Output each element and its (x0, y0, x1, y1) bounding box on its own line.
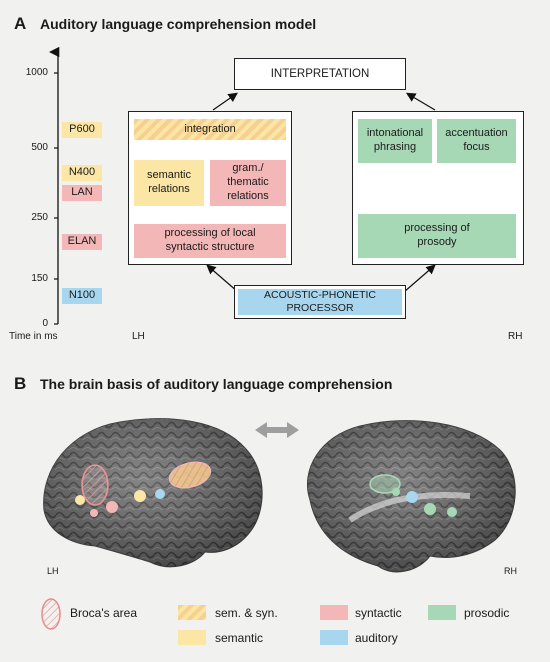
accentuation-focus-box: accentuation focus (437, 119, 516, 163)
acoustic-line-2: PROCESSOR (286, 302, 354, 314)
semantic-relations-box: semantic relations (134, 160, 204, 206)
tick-0: 0 (42, 318, 48, 329)
lh-label-a: LH (132, 331, 145, 342)
erp-elan: ELAN (62, 234, 102, 250)
rh-label-b: RH (504, 566, 517, 576)
acoustic-line-1: ACOUSTIC-PHONETIC (263, 288, 376, 301)
acoustic-processor-box: ACOUSTIC-PHONETIC PROCESSOR (238, 289, 402, 315)
tick-500: 500 (31, 142, 48, 153)
tick-250: 250 (31, 212, 48, 223)
section-b-title: The brain basis of auditory language com… (40, 376, 393, 392)
hemisphere-arrow (255, 422, 299, 438)
brain-images (43, 418, 516, 573)
broca-legend-icon (41, 598, 61, 630)
erp-n100: N100 (62, 288, 102, 304)
legend-semantic-label: semantic (215, 631, 264, 645)
legend-sem-syn-label: sem. & syn. (215, 606, 278, 620)
legend-prosodic-label: prosodic (464, 606, 510, 620)
legend-syntactic-label: syntactic (355, 606, 402, 620)
legend-auditory-label: auditory (355, 631, 398, 645)
tick-150: 150 (31, 273, 48, 284)
section-a-letter: A (14, 14, 27, 33)
prosody-box: processing of prosody (358, 214, 516, 258)
thematic-relations-box: gram./ thematic relations (210, 160, 286, 206)
left-brain (43, 418, 263, 568)
erp-n400: N400 (62, 165, 102, 181)
legend-semantic-swatch (178, 630, 206, 645)
lh-label-b: LH (47, 566, 59, 576)
section-b-letter: B (14, 374, 27, 393)
integration-box: integration (134, 119, 286, 140)
legend-prosodic-swatch (428, 605, 456, 620)
interpretation-box: INTERPRETATION (234, 58, 406, 90)
erp-lan: LAN (62, 185, 102, 201)
intonational-phrasing-box: intonational phrasing (358, 119, 432, 163)
tick-1000: 1000 (25, 67, 48, 78)
rh-label-a: RH (508, 331, 523, 342)
section-a-title: Auditory language comprehension model (40, 16, 317, 32)
erp-p600: P600 (62, 122, 102, 138)
legend-broca-label: Broca's area (70, 606, 137, 620)
axis-label: Time in ms (9, 331, 58, 342)
time-axis (48, 46, 60, 325)
legend-syntactic-swatch (320, 605, 348, 620)
legend-sem-syn-swatch (178, 605, 206, 620)
local-syntax-box: processing of local syntactic structure (134, 224, 286, 258)
legend-auditory-swatch (320, 630, 348, 645)
right-brain (306, 420, 516, 573)
